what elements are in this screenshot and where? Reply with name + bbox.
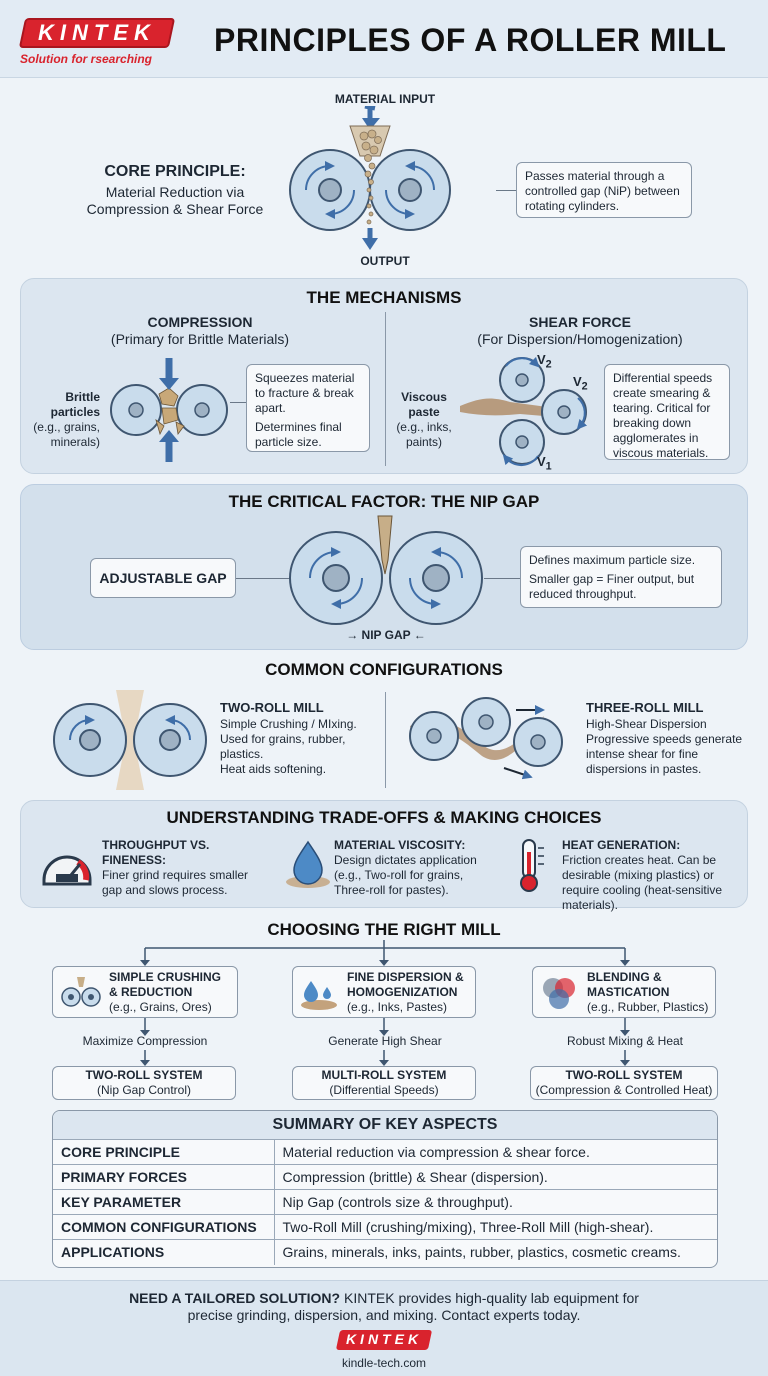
output-arrowhead-icon xyxy=(362,238,378,250)
nip-gap-description: Defines maximum particle size. Smaller g… xyxy=(520,546,722,608)
choose-system-1[interactable]: TWO-ROLL SYSTEM(Nip Gap Control) xyxy=(52,1066,236,1100)
shear-title: SHEAR FORCE xyxy=(529,314,631,330)
connector-line xyxy=(496,190,516,191)
tagline: Solution for rsearching xyxy=(20,52,153,66)
core-rollers-diagram xyxy=(289,106,451,250)
choose-title: CHOOSING THE RIGHT MILL xyxy=(267,920,501,939)
nip-gap-diagram xyxy=(289,515,483,625)
two-roll-title: TWO-ROLL MILL xyxy=(220,700,324,715)
shear-subtitle: (For Dispersion/Homogenization) xyxy=(477,331,683,347)
three-roll-mill-diagram xyxy=(409,697,563,780)
footer-logo-text: KINTEK xyxy=(345,1331,423,1347)
gauge-icon xyxy=(42,855,92,886)
three-roll-desc: High-Shear Dispersion Progressive speeds… xyxy=(586,717,743,776)
brittle-label: Brittle particles xyxy=(50,390,100,419)
choose-system-3[interactable]: TWO-ROLL SYSTEM(Compression & Controlled… xyxy=(530,1066,718,1100)
input-arrowhead-icon xyxy=(362,118,380,130)
tradeoff-2-title: MATERIAL VISCOSITY: xyxy=(334,838,466,852)
roller-left xyxy=(289,149,371,231)
compression-subtitle: (Primary for Brittle Materials) xyxy=(110,331,290,347)
tradeoff-1-title: THROUGHPUT VS. FINENESS: xyxy=(102,838,210,867)
mechanisms-title: THE MECHANISMS xyxy=(306,288,462,307)
nip-gap-label: → NIP GAP ← xyxy=(346,628,426,642)
output-label: OUTPUT xyxy=(360,254,410,268)
choose-action-1: Maximize Compression xyxy=(82,1034,208,1048)
thermometer-icon xyxy=(520,839,544,892)
two-roll-desc: Simple Crushing / MIxing. Used for grain… xyxy=(220,717,357,776)
tradeoff-3-title: HEAT GENERATION: xyxy=(562,838,681,852)
choose-connectors xyxy=(140,940,630,1066)
page-title: PRINCIPLES OF A ROLLER MILL xyxy=(214,22,727,58)
choose-card-1[interactable]: SIMPLE CRUSHING & REDUCTION (e.g., Grain… xyxy=(52,966,238,1018)
kintek-logo-text: KINTEK xyxy=(38,20,156,45)
configs-title: COMMON CONFIGURATIONS xyxy=(265,660,503,679)
three-roll-title: THREE-ROLL MILL xyxy=(586,700,704,715)
particles-icon xyxy=(359,129,382,225)
venn-icon xyxy=(543,978,575,1009)
brittle-examples: (e.g., grains, minerals) xyxy=(33,420,100,449)
material-input-label: MATERIAL INPUT xyxy=(334,92,436,106)
adjustable-gap-box: ADJUSTABLE GAP xyxy=(90,558,236,598)
droplet-icon xyxy=(286,840,330,888)
feed-nozzle-icon xyxy=(377,515,393,575)
core-subtitle: Material Reduction via Compression & She… xyxy=(86,184,264,217)
paste-icon xyxy=(460,398,580,422)
footer-cta: NEED A TAILORED SOLUTION? KINTEK provide… xyxy=(129,1290,639,1323)
connector-line xyxy=(236,578,290,579)
v2-top-label: V2 xyxy=(537,352,552,371)
viscous-examples: (e.g., inks, paints) xyxy=(396,420,452,449)
connector-line xyxy=(230,402,246,403)
compression-diagram xyxy=(110,358,228,462)
shear-description: Differential speeds create smearing & te… xyxy=(604,364,730,460)
tradeoffs-panel xyxy=(20,800,748,908)
core-title: CORE PRINCIPLE: xyxy=(104,163,246,180)
divider xyxy=(385,692,386,788)
compression-title: COMPRESSION xyxy=(147,314,253,330)
tradeoffs-title: UNDERSTANDING TRADE-OFFS & MAKING CHOICE… xyxy=(166,808,602,827)
shear-diagram xyxy=(460,356,588,467)
two-roll-mill-diagram xyxy=(53,690,207,790)
hopper-icon xyxy=(349,125,391,157)
press-down-arrow-icon xyxy=(159,378,179,390)
v2-right-label: V2 xyxy=(573,374,588,393)
fracture-particles-icon xyxy=(155,387,185,436)
roller-right xyxy=(369,149,451,231)
tradeoff-2-desc: Design dictates application (e.g., Two-r… xyxy=(334,853,477,897)
core-description: Passes material through a controlled gap… xyxy=(516,162,692,218)
summary-title: SUMMARY OF KEY ASPECTS xyxy=(53,1111,717,1139)
divider xyxy=(385,312,386,466)
tradeoff-3-desc: Friction creates heat. Can be desirable … xyxy=(562,853,723,912)
choose-card-2[interactable]: FINE DISPERSION & HOMOGENIZATION (e.g., … xyxy=(292,966,476,1018)
choose-card-3[interactable]: BLENDING & MASTICATION (e.g., Rubber, Pl… xyxy=(532,966,716,1018)
rollers-icon xyxy=(61,977,101,1007)
footer-url[interactable]: kindle-tech.com xyxy=(341,1356,427,1370)
drops-icon xyxy=(301,981,337,1010)
v1-label: V1 xyxy=(537,454,552,473)
connector-line xyxy=(484,578,520,579)
viscous-label: Viscous paste xyxy=(401,390,447,419)
tradeoff-1-desc: Finer grind requires smaller gap and slo… xyxy=(102,868,249,897)
press-up-arrow-icon xyxy=(159,430,179,442)
nip-gap-title: THE CRITICAL FACTOR: THE NIP GAP xyxy=(228,492,540,511)
choose-system-2[interactable]: MULTI-ROLL SYSTEM(Differential Speeds) xyxy=(292,1066,476,1100)
choose-action-2: Generate High Shear xyxy=(328,1034,442,1048)
footer xyxy=(0,1280,768,1376)
choose-action-3: Robust Mixing & Heat xyxy=(566,1034,684,1048)
compression-description: Squeezes material to fracture & break ap… xyxy=(246,364,370,452)
